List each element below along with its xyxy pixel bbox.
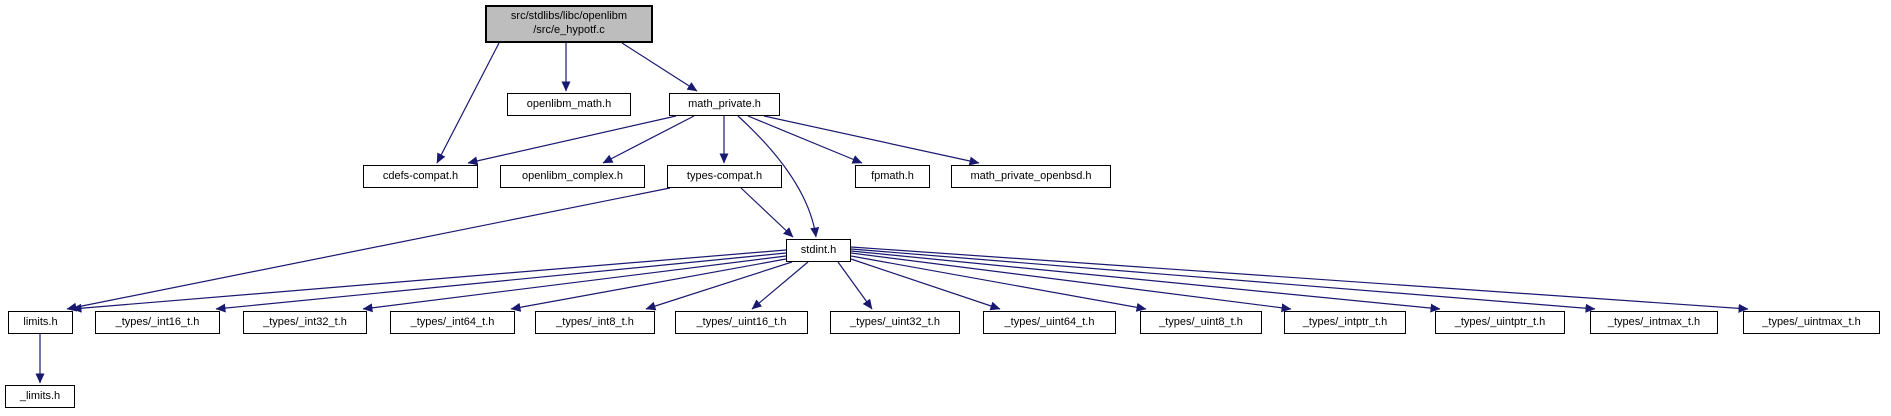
node-label: stdint.h [800,243,837,256]
edge-stdint-h-to-limits-h [71,249,787,313]
node-label: _types/_intptr_t.h [1302,315,1388,328]
edge-stdint-h-to-types-uint64-t-h [850,258,1001,311]
node-label: limits.h [23,315,58,328]
edge-math-private-h-to-openlibm-complex-h [602,115,695,164]
node-types-int64-t-h[interactable]: _types/_int64_t.h [390,311,515,334]
node-label: fpmath.h [871,169,914,182]
node-label: _types/_uint32_t.h [850,315,940,328]
node-label: openlibm_math.h [526,97,612,110]
node-label: _types/_uint64_t.h [1004,315,1095,328]
node-cdefs-compat-h[interactable]: cdefs-compat.h [363,165,478,188]
edge-stdint-h-to-types-uintptr-t-h [850,250,1441,313]
edge-stdint-h-to-types-uint32-t-h [837,261,873,310]
node-label: _types/_uint8_t.h [1159,315,1243,328]
node-label: types-compat.h [686,169,763,182]
edge-stdint-h-to-types-intmax-t-h [850,248,1596,313]
edge-math-private-h-to-math-private-openbsd-h [763,115,980,166]
node-openlibm-complex-h[interactable]: openlibm_complex.h [500,165,645,188]
node-types-intptr-t-h[interactable]: _types/_intptr_t.h [1284,311,1406,334]
node-limits-h[interactable]: limits.h [8,311,73,334]
node-label: _limits.h [19,389,61,402]
node-label: openlibm_complex.h [522,169,623,182]
node-types-int16-t-h[interactable]: _types/_int16_t.h [95,311,220,334]
node-types-uint16-t-h[interactable]: _types/_uint16_t.h [675,311,808,334]
edge-stdint-h-to-types-intptr-t-h [850,252,1292,313]
edge-stdint-h-to-types-int8-t-h [645,261,793,311]
node-types-intmax-t-h[interactable]: _types/_intmax_t.h [1590,311,1718,334]
node-types-uint64-t-h[interactable]: _types/_uint64_t.h [983,311,1116,334]
edge-e-hypotf-c-to-math-private-h [621,42,698,92]
node-types-uintmax-t-h[interactable]: _types/_uintmax_t.h [1743,311,1880,334]
node-label: _types/_uintptr_t.h [1454,315,1546,328]
node-math-private-openbsd-h[interactable]: math_private_openbsd.h [951,165,1111,188]
node-label: _types/_int16_t.h [115,315,200,328]
edge-stdint-h-to-types-uintmax-t-h [850,246,1749,313]
node-types-compat-h[interactable]: types-compat.h [667,165,782,188]
node-label: src/stdlibs/libc/openlibm /src/e_hypotf.… [510,10,628,36]
node-types-uintptr-t-h[interactable]: _types/_uintptr_t.h [1435,311,1565,334]
node-stdint-h[interactable]: stdint.h [786,239,851,262]
node-types-uint32-t-h[interactable]: _types/_uint32_t.h [830,311,960,334]
node-fpmath-h[interactable]: fpmath.h [855,165,930,188]
node-label: _types/_int8_t.h [556,315,634,328]
edge-stdint-h-to-types-int16-t-h [215,252,787,313]
node-label: math_private_openbsd.h [970,169,1092,182]
node-label: cdefs-compat.h [382,169,459,182]
node-label: _types/_int32_t.h [263,315,347,328]
node-label: _types/_int64_t.h [410,315,495,328]
node-label: _types/_intmax_t.h [1607,315,1701,328]
node-openlibm-math-h[interactable]: openlibm_math.h [507,93,631,116]
edge-math-private-h-to-stdint-h [737,115,820,238]
node-types-uint8-t-h[interactable]: _types/_uint8_t.h [1140,311,1262,334]
edge-stdint-h-to-types-uint16-t-h [751,261,809,310]
edge-types-compat-h-to-stdint-h [740,187,794,238]
edge-e-hypotf-c-to-cdefs-compat-h [436,42,500,164]
node-e-hypotf-c: src/stdlibs/libc/openlibm /src/e_hypotf.… [485,5,653,43]
node-label: math_private.h [688,97,761,110]
node-label: _types/_uint16_t.h [696,315,787,328]
edge-math-private-h-to-fpmath-h [747,115,863,164]
edge-stdint-h-to-types-int32-t-h [362,255,787,313]
edge-types-compat-h-to-limits-h [66,187,671,312]
node-math-private-h[interactable]: math_private.h [669,93,780,116]
edge-stdint-h-to-types-uint8-t-h [850,255,1147,312]
node-types-int8-t-h[interactable]: _types/_int8_t.h [535,311,655,334]
node-types-int32-t-h[interactable]: _types/_int32_t.h [243,311,367,334]
edge-stdint-h-to-types-int64-t-h [510,258,787,312]
edge-math-private-h-to-cdefs-compat-h [467,115,677,166]
node-limits2-h[interactable]: _limits.h [5,385,75,408]
node-label: _types/_uintmax_t.h [1762,315,1861,328]
